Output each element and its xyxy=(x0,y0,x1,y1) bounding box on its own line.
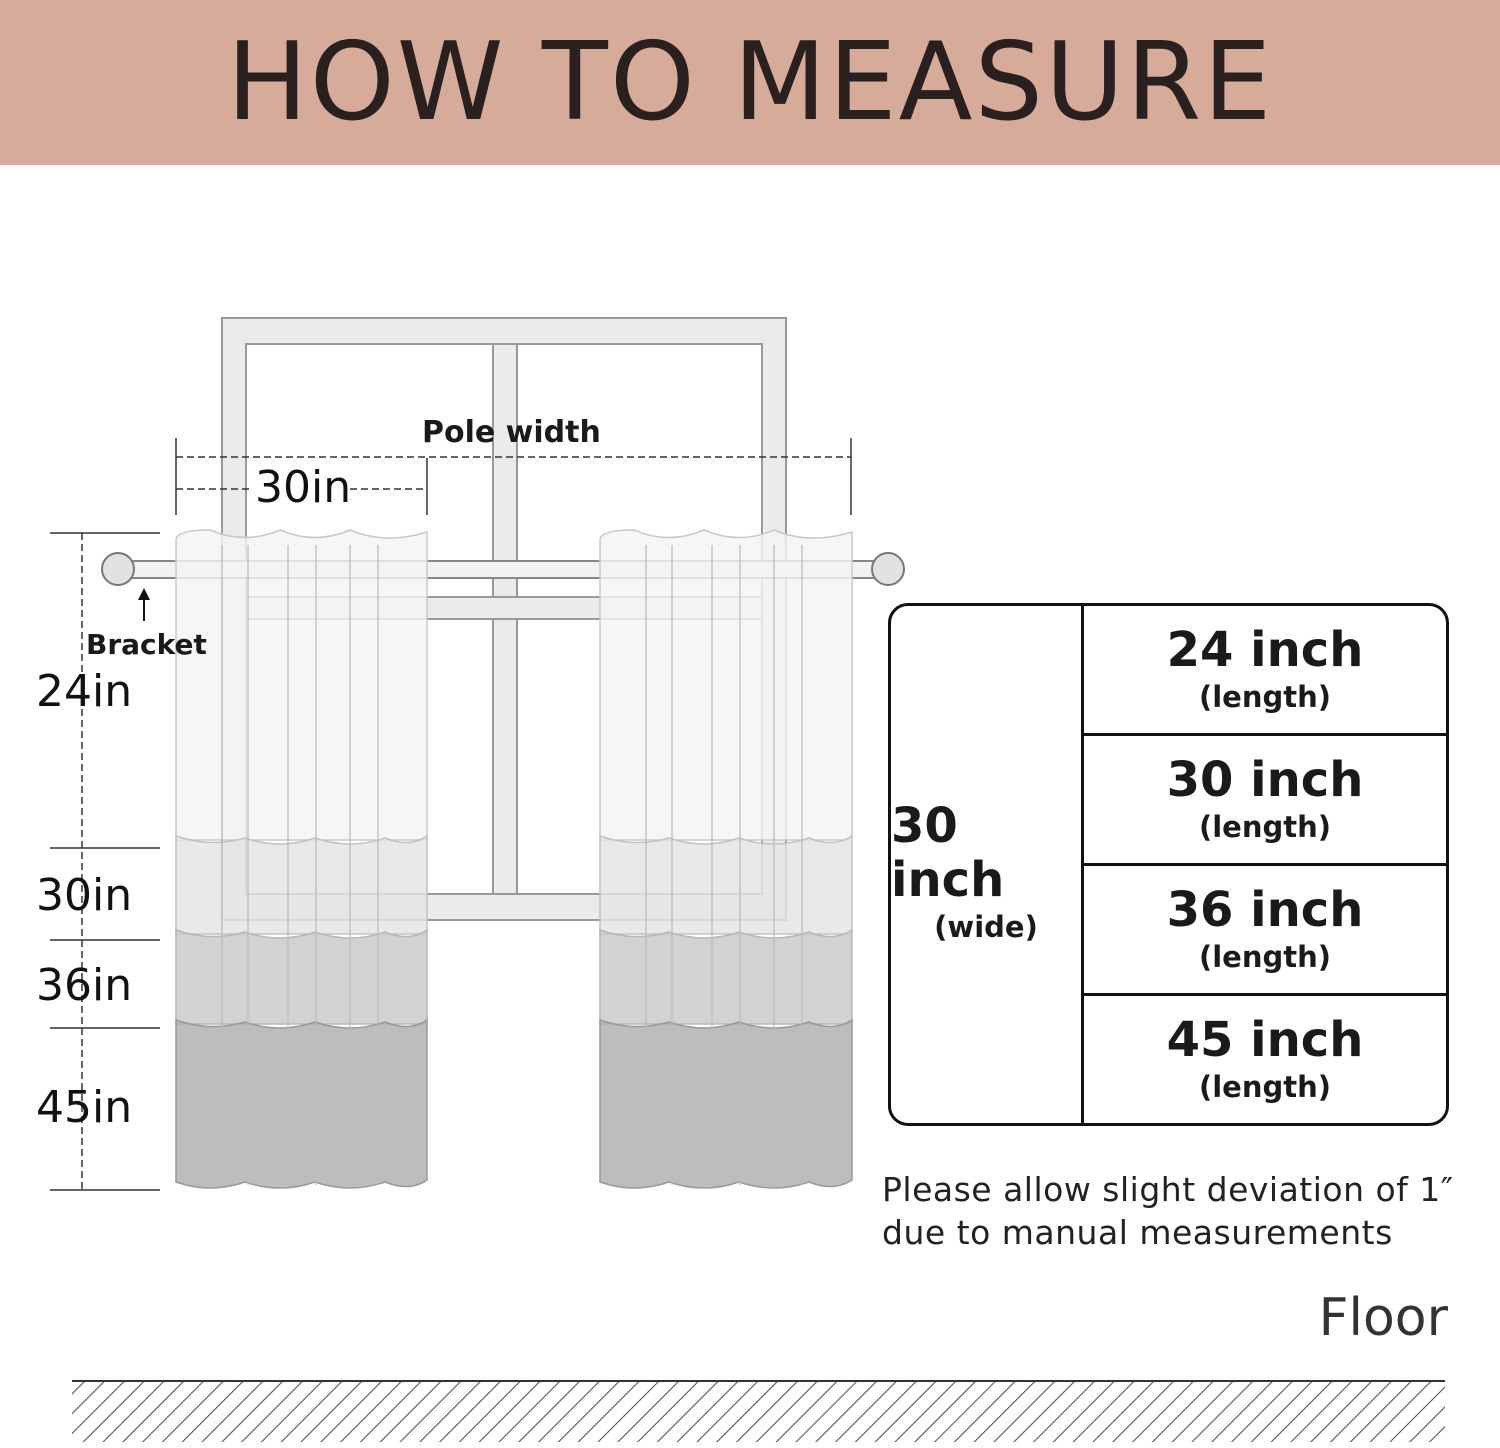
length-label-45: 45in xyxy=(36,1082,133,1133)
length-value: 36 inch xyxy=(1166,881,1364,938)
bracket-arrow xyxy=(138,588,150,621)
length-value: 45 inch xyxy=(1166,1011,1364,1068)
length-note: (length) xyxy=(1198,1069,1332,1104)
length-value: 30 inch xyxy=(1166,751,1364,808)
panel-width-label: 30in xyxy=(255,462,352,513)
page-title: HOW TO MEASURE xyxy=(226,20,1274,145)
length-label-30: 30in xyxy=(36,870,133,921)
size-table-row: 30 inch (length) xyxy=(1084,736,1446,866)
note-line: Please allow slight deviation of 1″ xyxy=(882,1170,1454,1209)
bracket-left xyxy=(101,552,135,586)
length-label-24: 24in xyxy=(36,666,133,717)
width-value: 30 inch xyxy=(891,797,1005,908)
bracket-label: Bracket xyxy=(86,628,207,661)
length-label-36: 36in xyxy=(36,960,133,1011)
header-banner: HOW TO MEASURE xyxy=(0,0,1500,165)
size-table-row: 45 inch (length) xyxy=(1084,996,1446,1123)
note-line: due to manual measurements xyxy=(882,1213,1393,1252)
size-table-width-cell: 30 inch (wide) xyxy=(891,606,1084,1123)
width-note: (wide) xyxy=(934,909,1038,944)
size-table-row: 36 inch (length) xyxy=(1084,866,1446,996)
curtain-panel-left xyxy=(175,529,428,1189)
size-table-row: 24 inch (length) xyxy=(1084,606,1446,736)
pole-width-dimension xyxy=(175,438,852,515)
size-table-lengths: 24 inch (length) 30 inch (length) 36 inc… xyxy=(1084,606,1446,1123)
pole-width-label: Pole width xyxy=(422,415,601,450)
floor-label: Floor xyxy=(1318,1288,1448,1348)
bracket-right xyxy=(871,552,905,586)
length-value: 24 inch xyxy=(1166,621,1364,678)
length-note: (length) xyxy=(1198,679,1332,714)
size-table: 30 inch (wide) 24 inch (length) 30 inch … xyxy=(888,603,1449,1126)
deviation-note: Please allow slight deviation of 1″ due … xyxy=(882,1168,1454,1254)
length-dimension xyxy=(50,532,160,1191)
length-note: (length) xyxy=(1198,809,1332,844)
length-note: (length) xyxy=(1198,939,1332,974)
floor-hatch xyxy=(0,1380,1445,1448)
curtain-panel-right xyxy=(599,529,853,1189)
